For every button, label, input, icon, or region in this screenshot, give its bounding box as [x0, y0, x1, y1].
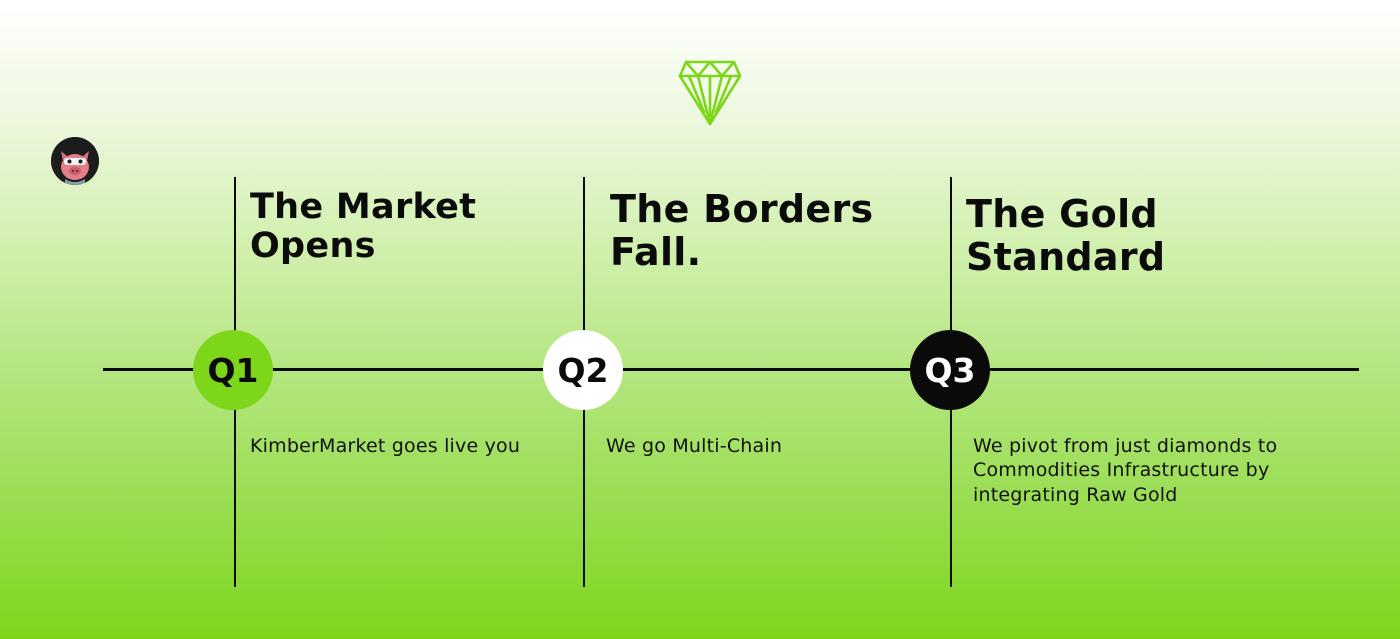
phase-description-q1: KimberMarket goes live you	[250, 435, 521, 457]
phase-description-q2: We go Multi-Chain	[606, 435, 783, 457]
phase-title-q1: The Market Opens	[250, 187, 477, 267]
phase-node-q1: Q1	[193, 330, 273, 410]
phase-node-q2: Q2	[543, 330, 623, 410]
phase-label-q2: Q2	[557, 350, 609, 390]
phase-label-q1: Q1	[207, 350, 259, 390]
phase-description-q3: We pivot from just diamonds to Commoditi…	[973, 435, 1278, 506]
pig-character-icon	[51, 137, 99, 185]
phase-title-q3: The Gold Standard	[966, 192, 1166, 279]
phase-node-q3: Q3	[910, 330, 990, 410]
avatar	[51, 137, 99, 185]
phase-title-q2: The Borders Fall.	[610, 187, 874, 274]
timeline-axis	[103, 368, 1359, 371]
diamond-logo-icon	[678, 60, 742, 126]
phase-label-q3: Q3	[924, 350, 976, 390]
